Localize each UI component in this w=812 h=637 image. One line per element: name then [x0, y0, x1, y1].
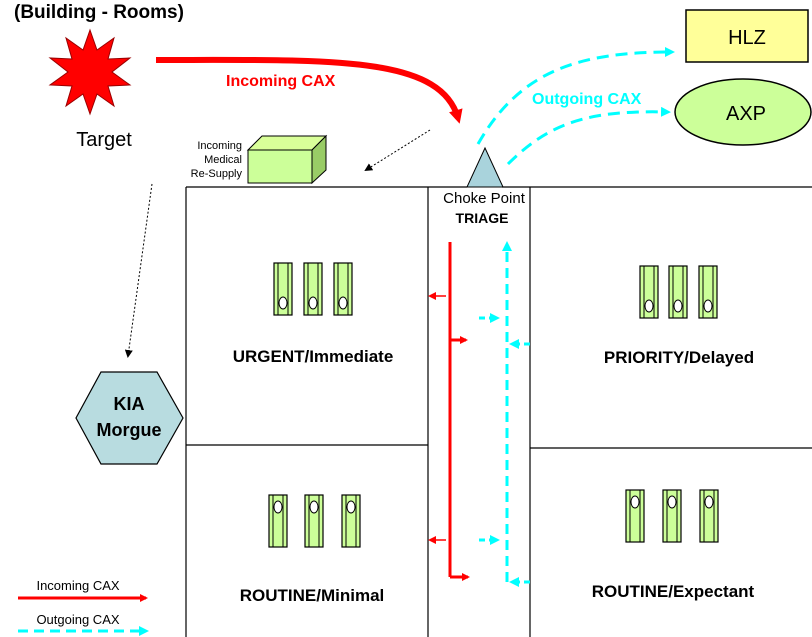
resupply-label-line1: Incoming: [197, 140, 242, 152]
room-label-urgent: URGENT/Immediate: [233, 347, 394, 366]
axp-ellipse: [674, 78, 812, 146]
diagram-title: (Building - Rooms): [14, 2, 184, 23]
outgoing-cax-arrow-hlz: [476, 47, 675, 145]
choke-point-label: Choke Point: [443, 190, 526, 207]
morgue-hexagon: [75, 371, 184, 465]
morgue-label-line1: KIA: [114, 394, 145, 414]
outgoing-cax-label: Outgoing CAX: [532, 91, 642, 108]
legend: Incoming CAX Outgoing CAX: [18, 578, 149, 636]
room-label-routine-expectant: ROUTINE/Expectant: [592, 582, 755, 601]
legend-outgoing-label: Outgoing CAX: [36, 612, 119, 627]
resupply-label-line3: Re-Supply: [191, 168, 243, 180]
hlz-box: [685, 9, 809, 63]
outgoing-internal-flow: [479, 241, 530, 587]
resupply-dotted-arrow: [364, 129, 431, 172]
stretcher-group-routine-expectant: [625, 489, 719, 543]
stretcher-group-routine-minimal: [268, 494, 361, 548]
room-label-routine-minimal: ROUTINE/Minimal: [240, 586, 385, 605]
axp-label: AXP: [726, 103, 766, 125]
choke-point-triangle: [466, 146, 504, 188]
resupply-box: [246, 134, 328, 185]
building-outline: [185, 186, 812, 637]
incoming-internal-flow: [428, 242, 470, 581]
target-label: Target: [76, 129, 132, 151]
resupply-label-line2: Medical: [204, 154, 242, 166]
incoming-cax-label: Incoming CAX: [226, 73, 336, 90]
legend-incoming-label: Incoming CAX: [36, 578, 119, 593]
hlz-label: HLZ: [728, 27, 766, 49]
stretcher-group-priority: [639, 265, 718, 319]
room-label-priority: PRIORITY/Delayed: [604, 348, 754, 367]
incoming-cax-main-arrow: [155, 56, 463, 124]
triage-label: TRIAGE: [456, 210, 509, 226]
morgue-label-line2: Morgue: [97, 420, 162, 440]
stretcher-group-urgent: [273, 262, 353, 316]
target-burst-icon: [48, 28, 132, 116]
outgoing-cax-arrow-axp: [506, 106, 671, 166]
morgue-dotted-arrow: [124, 183, 153, 358]
